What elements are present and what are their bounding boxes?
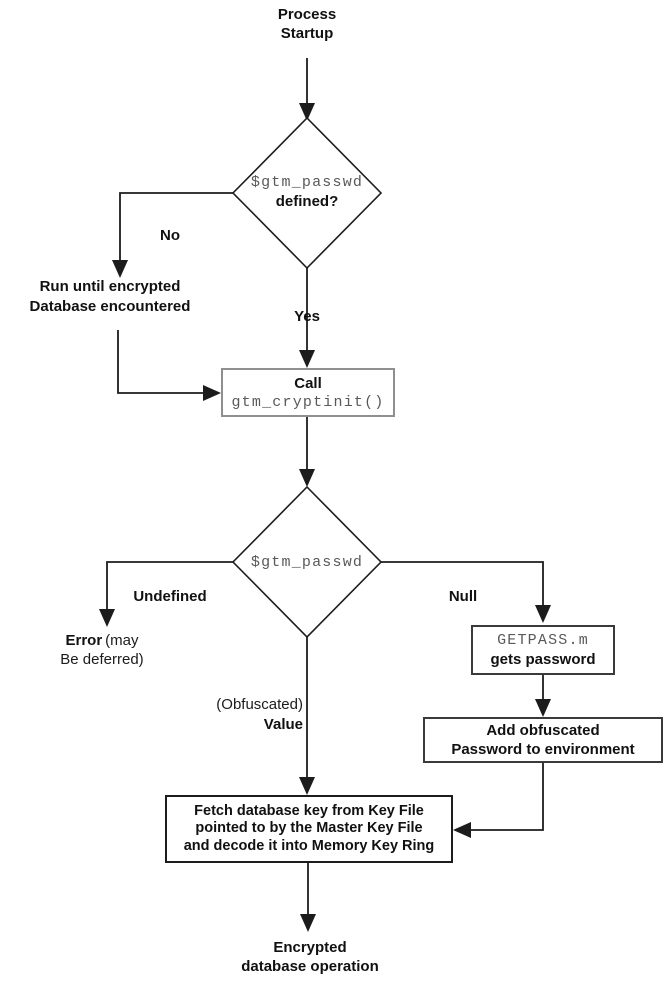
connector-no-branch: [119, 192, 233, 261]
arrowhead-yes-branch: [299, 350, 315, 368]
start-label-line2: Startup: [280, 25, 334, 42]
yes-branch-label: Yes: [294, 308, 320, 325]
add-box-line2: Password to environment: [451, 741, 635, 758]
error-note-rest: (may: [105, 632, 139, 649]
decision2-condition: $gtm_passwd: [250, 554, 364, 571]
connector-undefined-branch: [106, 561, 233, 610]
fetch-box-line1: Fetch database key from Key File: [194, 802, 424, 819]
error-note-line1: Error(may: [43, 631, 161, 650]
arrowhead-into-decision1: [299, 103, 315, 121]
call-box-line1: Call: [294, 374, 322, 392]
decision2-label: $gtm_passwd: [237, 553, 377, 572]
error-note-line2: Be deferred): [60, 651, 144, 668]
decision1-question: defined?: [275, 193, 339, 210]
arrowhead-into-decision2: [299, 469, 315, 487]
obfuscated-value-label: (Obfuscated) Value: [175, 695, 303, 735]
fetch-box-line2: pointed to by the Master Key File: [195, 820, 423, 837]
end-label: Encrypted database operation: [225, 938, 395, 976]
arrowhead-into-call-box: [203, 385, 221, 401]
fetch-key-box: Fetch database key from Key File pointed…: [165, 795, 453, 863]
arrowhead-undefined-branch: [99, 609, 115, 627]
arrowhead-into-add-box: [535, 699, 551, 717]
decision1-label: $gtm_passwd defined?: [237, 173, 377, 211]
error-note: Error(may Be deferred): [43, 631, 161, 669]
add-box-line1: Add obfuscated: [486, 722, 600, 739]
fetch-box-line3: and decode it into Memory Key Ring: [183, 837, 435, 854]
no-branch-label: No: [160, 227, 180, 244]
end-label-line2: database operation: [241, 958, 379, 975]
connector-null-branch: [381, 561, 544, 606]
arrowhead-no-branch: [112, 260, 128, 278]
call-box-line2: gtm_cryptinit(): [231, 393, 385, 411]
obfuscated-label-line2: Value: [263, 716, 303, 733]
run-until-label: Run until encrypted Database encountered: [25, 277, 195, 317]
call-cryptinit-box: Call gtm_cryptinit(): [221, 368, 395, 417]
connector-add-to-fetch: [471, 763, 544, 831]
getpass-box-line2: gets password: [490, 651, 596, 668]
obfuscated-label-line1: (Obfuscated): [216, 696, 303, 713]
decision1-diamond: [231, 116, 383, 270]
arrowhead-into-fetch-box: [453, 822, 471, 838]
start-label: Process Startup: [227, 5, 387, 43]
run-until-line2: Database encountered: [29, 298, 191, 315]
decision2-diamond: [231, 485, 383, 639]
error-note-bold: Error: [65, 632, 103, 649]
undefined-branch-label: Undefined: [133, 588, 207, 605]
arrowhead-value-branch: [299, 777, 315, 795]
null-branch-label: Null: [448, 588, 478, 605]
arrowhead-null-branch: [535, 605, 551, 623]
getpass-box-line1: GETPASS.m: [497, 632, 589, 649]
arrowhead-into-end: [300, 914, 316, 932]
end-label-line1: Encrypted: [273, 939, 347, 956]
decision1-condition: $gtm_passwd: [250, 174, 364, 191]
add-obfuscated-box: Add obfuscated Password to environment: [423, 717, 663, 763]
start-label-line1: Process: [277, 6, 337, 23]
run-until-line1: Run until encrypted: [39, 278, 181, 295]
connector-run-to-call: [117, 330, 204, 394]
getpass-box: GETPASS.m gets password: [471, 625, 615, 675]
